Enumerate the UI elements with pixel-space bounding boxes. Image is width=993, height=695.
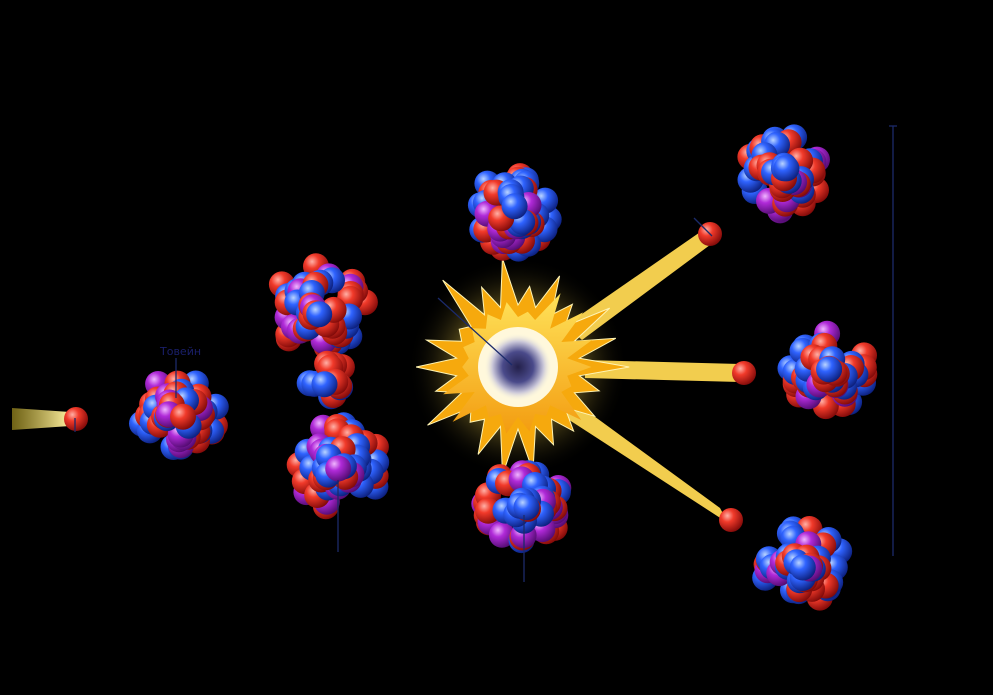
- next-nucleus-1-icon: [737, 124, 830, 224]
- fragment-top-nucleus-icon: [467, 163, 562, 262]
- nucleon-ball: [311, 371, 338, 398]
- released-neutron-bottom-icon: [719, 508, 743, 532]
- nucleon-ball: [501, 193, 528, 220]
- explosion-icon: [415, 258, 630, 476]
- released-neutron-middle-icon: [732, 361, 756, 385]
- nucleon-ball: [816, 356, 843, 383]
- next-nucleus-2-icon: [777, 320, 878, 420]
- target-nucleus-icon: [129, 370, 229, 460]
- nucleon-ball: [306, 301, 333, 328]
- beam-middle: [585, 360, 740, 382]
- nucleon-ball: [325, 455, 352, 482]
- dumbbell-nucleus-icon: [268, 253, 390, 520]
- nucleon-ball: [170, 403, 196, 430]
- beam-incoming: [12, 408, 70, 430]
- leader-lines: [74, 125, 897, 582]
- beam-bottom: [560, 400, 728, 523]
- nucleon-ball: [773, 155, 800, 182]
- nucleon-ball: [789, 554, 816, 581]
- next-nucleus-3-icon: [752, 516, 853, 611]
- nucleon-ball: [513, 494, 540, 521]
- nucleon-ball: [488, 521, 515, 548]
- incoming-neutron-icon: [64, 407, 88, 431]
- fragment-bottom-nucleus-icon: [471, 460, 572, 554]
- target-nucleus-label: Товейн: [160, 345, 202, 358]
